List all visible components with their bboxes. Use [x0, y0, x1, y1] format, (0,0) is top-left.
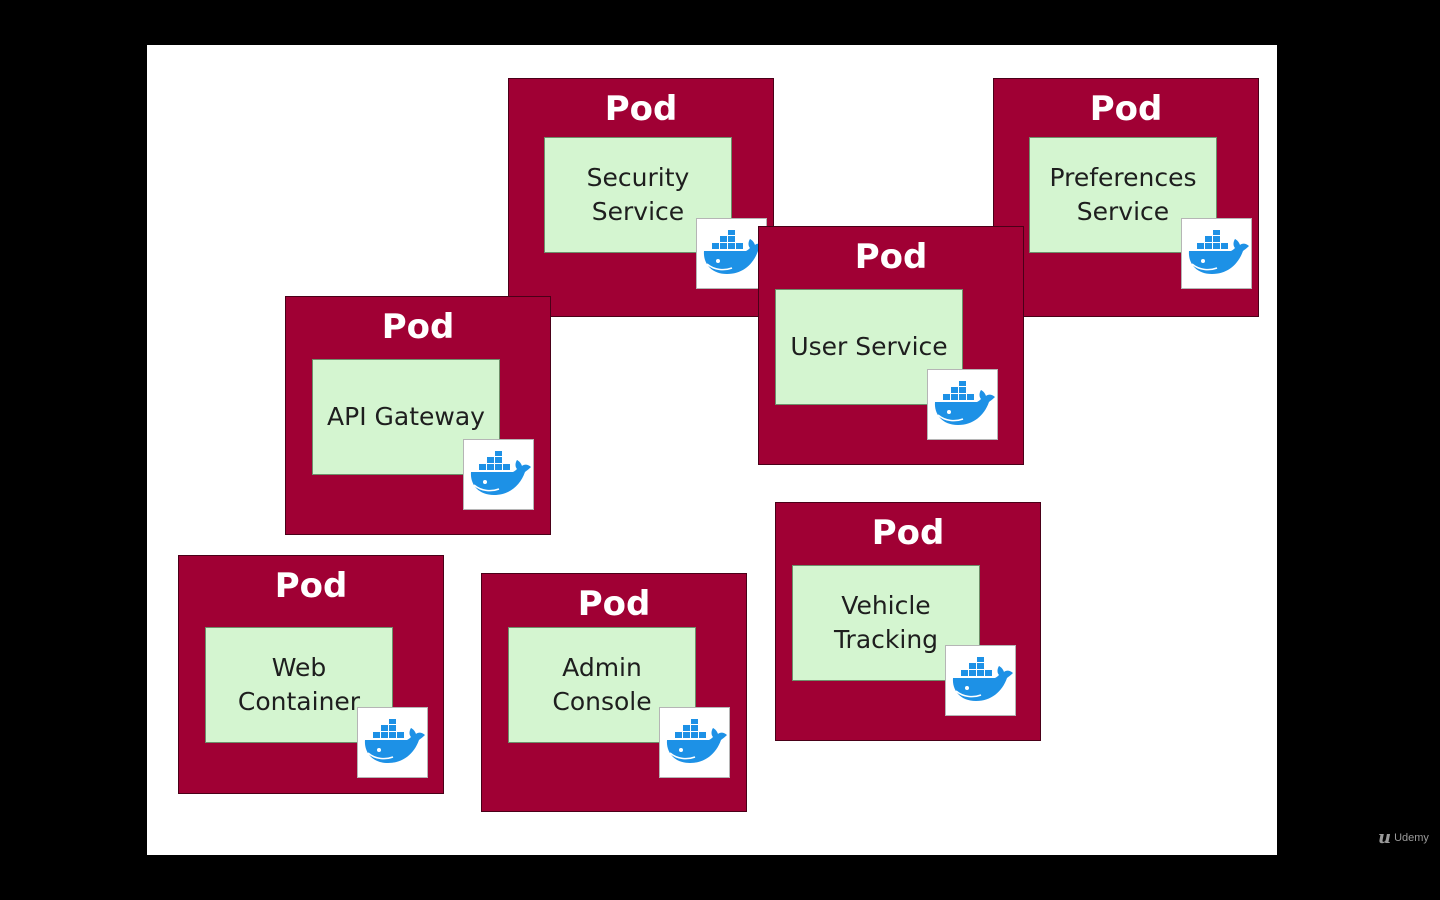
- pod-title: Pod: [1089, 89, 1163, 129]
- service-box-web-container: Web Container: [205, 627, 393, 743]
- pod-vehicle-tracking: Pod Vehicle Tracking: [775, 502, 1041, 741]
- docker-whale-icon: [696, 218, 767, 289]
- pod-title: Pod: [604, 89, 678, 129]
- docker-whale-icon: [357, 707, 428, 778]
- docker-whale-icon: [1181, 218, 1252, 289]
- service-box-user: User Service: [775, 289, 963, 405]
- pod-title: Pod: [871, 513, 945, 553]
- pod-title: Pod: [854, 237, 928, 277]
- pod-title: Pod: [381, 307, 455, 347]
- pod-title: Pod: [577, 584, 651, 624]
- docker-whale-icon: [927, 369, 998, 440]
- service-label: Preferences Service: [1049, 163, 1197, 226]
- docker-whale-icon: [659, 707, 730, 778]
- service-label: API Gateway: [327, 402, 485, 431]
- pod-admin-console: Pod Admin Console: [481, 573, 747, 812]
- service-label: Vehicle Tracking: [833, 591, 939, 654]
- pod-security: Pod Security Service: [508, 78, 774, 317]
- pod-preferences: Pod Preferences Service: [993, 78, 1259, 317]
- service-label: Web Container: [237, 653, 361, 716]
- docker-whale-icon: [463, 439, 534, 510]
- udemy-logo-icon: u: [1378, 827, 1392, 848]
- docker-whale-icon: [945, 645, 1016, 716]
- slide-canvas: Pod Security Service Pod Preferences Ser…: [147, 45, 1277, 855]
- pod-user: Pod User Service: [758, 226, 1024, 465]
- service-box-security: Security Service: [544, 137, 732, 253]
- pod-web-container: Pod Web Container: [178, 555, 444, 794]
- udemy-watermark: u Udemy: [1378, 828, 1429, 848]
- service-box-api-gateway: API Gateway: [312, 359, 500, 475]
- watermark-label: Udemy: [1394, 832, 1429, 844]
- service-label: Admin Console: [552, 653, 652, 716]
- service-label: User Service: [790, 332, 948, 361]
- pod-api-gateway: Pod API Gateway: [285, 296, 551, 535]
- pod-title: Pod: [274, 566, 348, 606]
- service-label: Security Service: [586, 163, 690, 226]
